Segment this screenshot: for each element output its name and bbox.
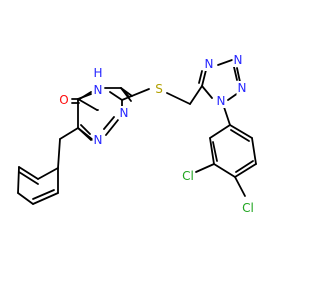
label-halo [232, 53, 244, 67]
label-halo [215, 94, 227, 108]
sulfur-label: S [155, 82, 163, 96]
triazine-n2-label: N [120, 106, 129, 120]
background [0, 0, 300, 300]
tetrazole-n1-label: N [217, 94, 226, 108]
label-halo [241, 201, 255, 215]
label-halos [58, 53, 255, 215]
label-halo [154, 82, 164, 96]
chlorine-3-label: Cl [182, 169, 194, 183]
nh-nitrogen-label: N [94, 83, 103, 97]
label-halo [92, 66, 104, 80]
label-halo [118, 106, 130, 120]
atom-labels: O N H N N S N N N N Cl Cl [59, 53, 254, 215]
label-halo [58, 93, 70, 107]
oxygen-label: O [59, 93, 68, 107]
label-halo [181, 169, 195, 183]
triazinone-ring [77, 88, 150, 141]
tetrazole-n3-label: N [234, 53, 243, 67]
bond-lines [17, 59, 257, 205]
label-halo [92, 133, 104, 147]
nh-hydrogen-label: H [93, 66, 102, 80]
label-halo [236, 81, 248, 95]
triazine-n1-label: N [94, 133, 103, 147]
label-halo [203, 57, 215, 71]
molecule-structure: O N H N N S N N N N Cl Cl [0, 0, 300, 300]
tetrazole-n2-label: N [238, 81, 247, 95]
tetrazole-n4-label: N [205, 57, 214, 71]
label-halo [92, 83, 104, 97]
chlorine-4-label: Cl [242, 201, 254, 215]
